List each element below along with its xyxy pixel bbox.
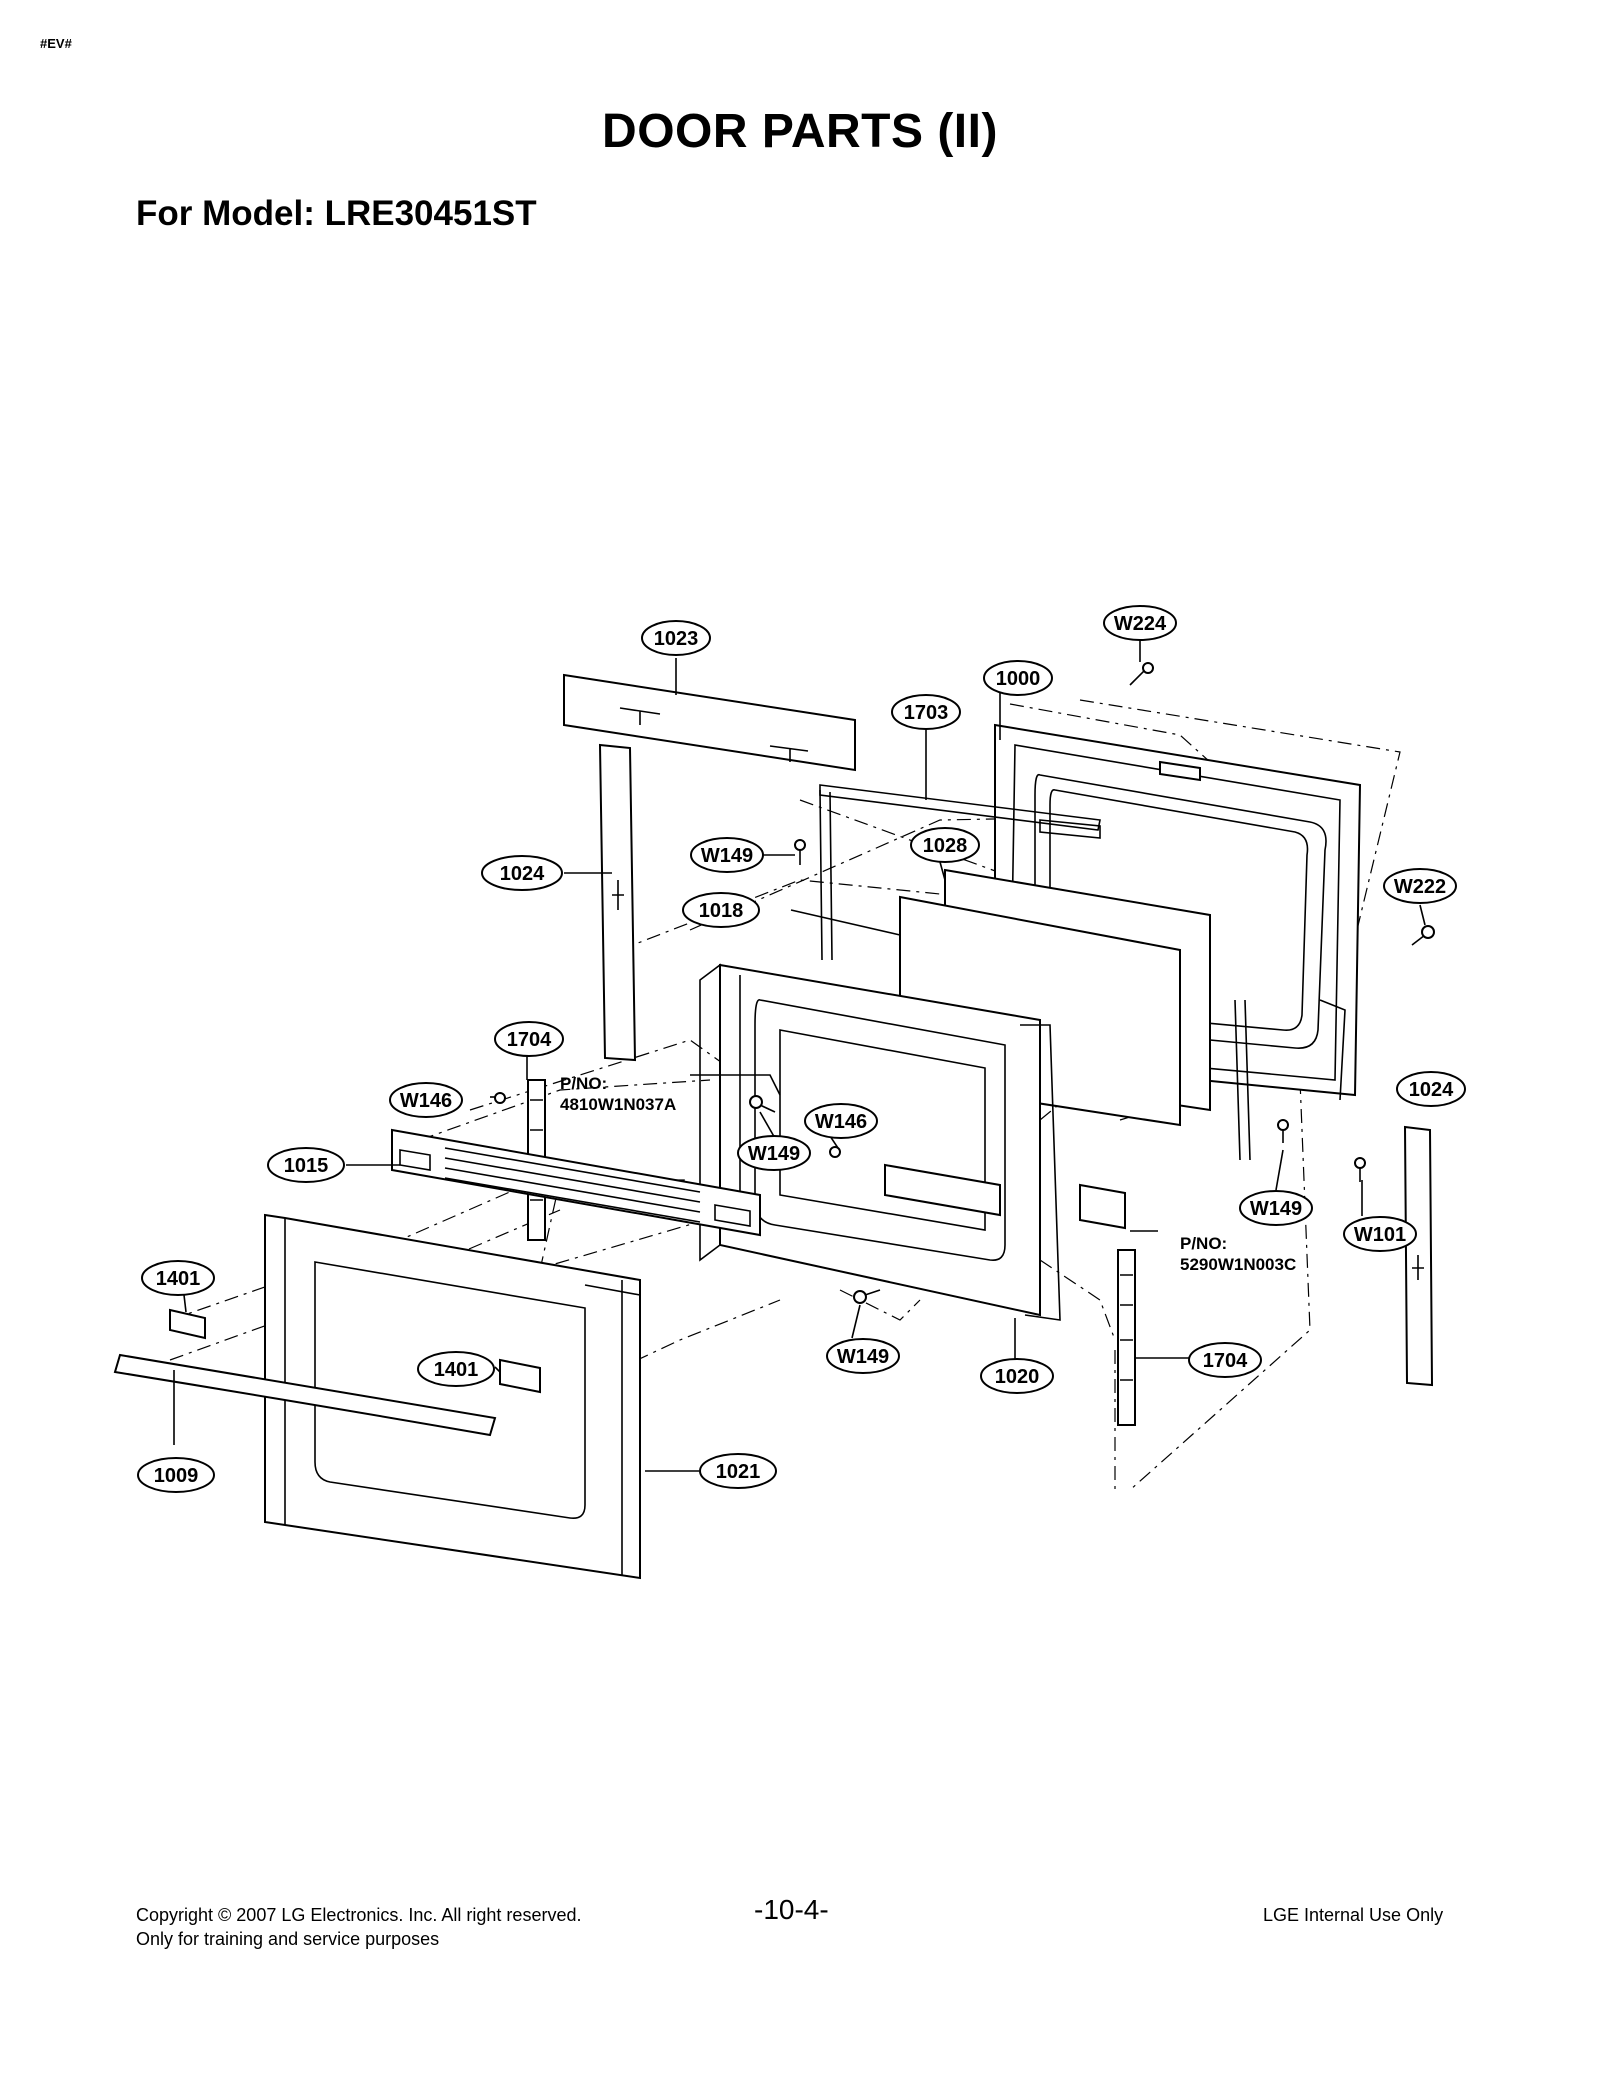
callout-W149-center: W149 [737,1135,811,1171]
callout-1024-right: 1024 [1396,1071,1466,1107]
svg-text:W149: W149 [748,1143,800,1165]
screws [494,662,1435,1304]
part-1023-top-trim [563,673,856,772]
callout-1704-top: 1704 [494,1021,564,1057]
part-1704-hinge-right [1117,1249,1136,1426]
leader-lines [173,640,1426,1472]
callout-W146-center: W146 [804,1103,878,1139]
callout-1021: 1021 [699,1453,777,1489]
svg-text:1401: 1401 [434,1359,479,1381]
svg-text:1024: 1024 [500,863,545,885]
copyright-line: Copyright © 2007 LG Electronics. Inc. Al… [136,1905,582,1925]
page-title: DOOR PARTS (II) [602,105,998,158]
svg-text:W101: W101 [1354,1224,1406,1246]
callout-W224: W224 [1103,605,1177,641]
svg-text:W146: W146 [815,1111,867,1133]
callout-W222: W222 [1383,868,1457,904]
callout-1015: 1015 [267,1147,345,1183]
svg-text:4810W1N037A: 4810W1N037A [560,1095,676,1114]
svg-text:1023: 1023 [654,628,699,650]
svg-text:W224: W224 [1114,613,1167,635]
svg-text:1024: 1024 [1409,1079,1454,1101]
callout-1009: 1009 [137,1457,215,1493]
callout-1018: 1018 [682,892,760,928]
svg-text:1020: 1020 [995,1366,1040,1388]
part-1015-vent-panel [391,1128,761,1237]
callout-1024-left: 1024 [481,855,563,891]
svg-text:1009: 1009 [154,1465,199,1487]
svg-text:1401: 1401 [156,1268,201,1290]
part-1401-bracket-left [169,1308,206,1340]
part-1024-right-trim [1403,1125,1434,1387]
svg-text:1000: 1000 [996,668,1041,690]
callout-1703: 1703 [891,694,961,730]
callout-W149-top: W149 [690,837,764,873]
callout-1704-bottom: 1704 [1188,1342,1262,1378]
svg-text:W222: W222 [1394,876,1446,898]
svg-text:1703: 1703 [904,702,949,724]
callout-1401-left: 1401 [141,1260,215,1296]
part-1021-outer-door [264,1213,641,1580]
purpose-line: Only for training and service purposes [136,1929,440,1949]
internal-use-note: LGE Internal Use Only [1263,1905,1444,1925]
callout-W146-left: W146 [389,1082,463,1118]
svg-text:1704: 1704 [1203,1350,1248,1372]
svg-text:5290W1N003C: 5290W1N003C [1180,1255,1296,1274]
callout-W149-right: W149 [1239,1190,1313,1226]
svg-text:1028: 1028 [923,835,968,857]
svg-text:1704: 1704 [507,1029,552,1051]
document-tag: #EV# [40,36,72,51]
footer-copyright: Copyright © 2007 LG Electronics. Inc. Al… [136,1903,581,1951]
part-1009-handle [113,1353,497,1437]
callout-1000: 1000 [983,660,1053,696]
svg-text:P/NO:: P/NO: [1180,1234,1227,1253]
svg-text:1015: 1015 [284,1155,329,1177]
pno-label-hinge-bracket: P/NO: 4810W1N037A [560,1074,676,1114]
page-number: -10-4- [754,1894,829,1925]
svg-text:W149: W149 [701,845,753,867]
callout-W149-bottom: W149 [826,1338,900,1374]
svg-text:1018: 1018 [699,900,744,922]
callout-1023: 1023 [641,620,711,656]
callout-1020: 1020 [980,1358,1054,1394]
svg-text:W146: W146 [400,1090,452,1112]
callout-W101: W101 [1343,1216,1417,1252]
part-1703-wire-frame [819,784,1251,1161]
callout-1028: 1028 [910,827,980,863]
svg-text:P/NO:: P/NO: [560,1074,607,1093]
svg-text:1021: 1021 [716,1461,761,1483]
svg-text:W149: W149 [837,1346,889,1368]
pno-label-hinge-right: P/NO: 5290W1N003C [1180,1234,1296,1274]
model-line: For Model: LRE30451ST [136,194,537,233]
callout-1401-right: 1401 [417,1351,495,1387]
part-1024-left-trim [598,743,637,1062]
part-1401-bracket-right [499,1358,541,1394]
svg-text:W149: W149 [1250,1198,1302,1220]
part-1020-inner-door [699,963,1126,1321]
